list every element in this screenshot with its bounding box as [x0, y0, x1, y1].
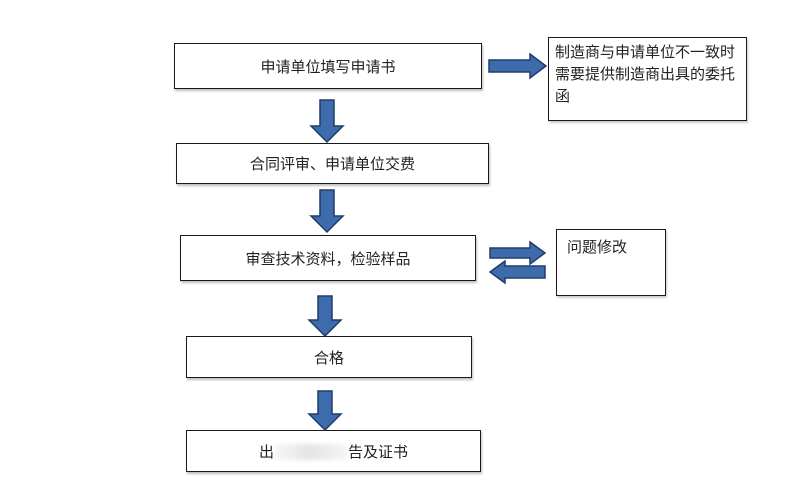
note-manufacturer-authorization-text: 制造商与申请单位不一致时需要提供制造商出具的委托函: [555, 43, 736, 105]
arrow-down-2: [309, 189, 345, 234]
arrow-down-1: [309, 99, 345, 144]
step-review-payment: 合同评审、申请单位交费: [176, 143, 489, 184]
step-apply-label: 申请单位填写申请书: [260, 57, 396, 76]
step-qualified-label: 合格: [313, 348, 344, 367]
step-issue-report-label: 出 告及证书: [259, 441, 408, 462]
note-problem-fix-text: 问题修改: [567, 238, 628, 256]
arrow-down-4: [307, 390, 343, 432]
step-qualified: 合格: [186, 336, 472, 378]
note-manufacturer-authorization: 制造商与申请单位不一致时需要提供制造商出具的委托函: [548, 37, 747, 121]
arrow-down-3: [307, 295, 343, 338]
arrow-left-from-fix: [488, 259, 546, 285]
arrow-right-to-fix: [489, 240, 547, 266]
issue-report-prefix: 出: [258, 442, 274, 461]
step-apply: 申请单位填写申请书: [174, 43, 482, 89]
step-inspect: 审查技术资料，检验样品: [180, 235, 476, 281]
redacted-region: [275, 444, 347, 460]
note-problem-fix: 问题修改: [556, 229, 666, 296]
step-review-payment-label: 合同评审、申请单位交费: [249, 155, 415, 173]
step-issue-report: 出 告及证书: [186, 430, 481, 472]
issue-report-suffix: 告及证书: [348, 442, 409, 461]
step-inspect-label: 审查技术资料，检验样品: [245, 249, 411, 268]
arrow-right-to-note: [488, 52, 548, 80]
